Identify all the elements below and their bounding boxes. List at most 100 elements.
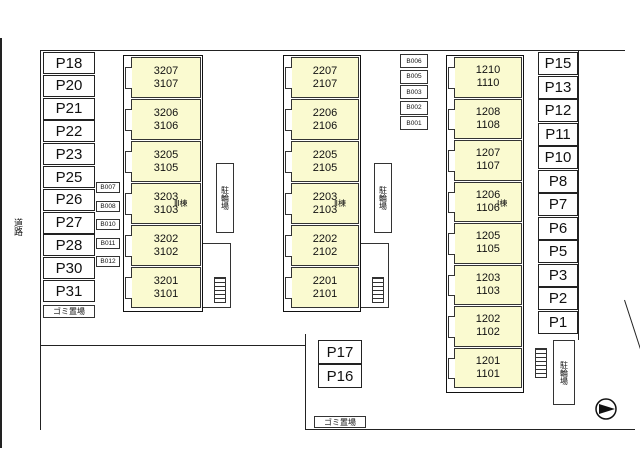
unit-entrance [448,274,455,296]
bike-slot: B008 [96,200,120,212]
unit-entrance [448,108,455,130]
unit-number: 3205 [153,148,179,161]
unit-number: 3101 [153,287,179,300]
unit-number: 3203 [153,190,179,203]
unit-entrance [285,193,292,215]
site-boundary-bottom [305,429,635,430]
bike-slot: B006 [400,54,428,68]
building-2-stairs [372,277,384,303]
parking-space: P5 [538,240,578,263]
parking-space: P10 [538,146,578,169]
parking-space: P2 [538,287,578,310]
unit-entrance [285,277,292,299]
unit-number: 1106 [476,201,500,214]
unit-number: 2106 [312,119,338,132]
garbage-area-bottom: ゴミ置場 [314,416,366,428]
unit-entrance [448,150,455,172]
site-boundary-right [578,50,579,340]
unit-number: 2105 [312,161,338,174]
unit-entrance [448,191,455,213]
bike-slot: B011 [96,237,120,249]
unit-number: 3105 [153,161,179,174]
unit-number: 2102 [312,245,338,258]
parking-space: P16 [318,364,362,388]
unit-entrance [285,109,292,131]
parking-space: P31 [43,280,95,302]
unit-number: 1108 [476,118,500,131]
unit-entrance [125,151,132,173]
parking-space: P20 [43,74,95,97]
unit-entrance [285,67,292,89]
unit-number: 1103 [476,284,500,297]
parking-space: P13 [538,75,578,99]
building-2-label: Ⅱ棟 [334,199,346,208]
parking-space: P1 [538,310,578,334]
unit-number: 1101 [476,367,500,380]
unit-number: 2201 [312,274,338,287]
building-3-stairs [214,277,226,303]
parking-space: P30 [43,257,95,280]
unit-number: 3206 [153,106,179,119]
unit-entrance [448,357,455,379]
parking-space: P15 [538,52,578,75]
unit-number: 1107 [476,160,500,173]
building-3-frame [123,55,203,312]
building-1-label: Ⅰ棟 [497,199,508,208]
bike-slot: B010 [96,219,120,230]
unit-number: 2206 [312,106,338,119]
unit-number: 3201 [153,274,179,287]
building-1-frame [446,55,524,393]
parking-space: P23 [43,143,95,166]
unit-number: 1208 [475,105,501,118]
unit-number: 1201 [475,354,501,367]
unit-number: 3106 [153,119,179,132]
bicycle-parking-1: 駐輪場 [553,340,575,405]
unit-number: 1210 [475,64,501,77]
unit-number: 2207 [312,64,338,77]
unit-number: 1203 [475,271,501,284]
bike-slot: B012 [96,256,120,267]
unit-number: 2107 [312,77,338,90]
north-arrow-icon [595,398,617,420]
parking-space: P21 [43,97,95,120]
parking-space: P12 [538,99,578,122]
unit-entrance [285,235,292,257]
unit-entrance [448,316,455,338]
road-edge-line [0,38,2,448]
unit-number: 3107 [153,77,179,90]
bike-slot: B005 [400,69,428,84]
unit-entrance [125,277,132,299]
unit-entrance [448,233,455,255]
bicycle-parking-2: 駐輪場 [374,163,392,233]
unit-number: 1102 [476,326,500,339]
bike-slot: B003 [400,85,428,99]
site-boundary-top [40,50,625,51]
bike-slot: B001 [400,116,428,130]
site-boundary-left [40,50,41,430]
building-1-stairs [535,348,547,378]
site-boundary-diagonal [624,299,640,429]
unit-entrance [285,151,292,173]
unit-number: 3202 [153,232,179,245]
parking-space: P8 [538,169,578,193]
unit-number: 1110 [476,77,500,90]
road-label: 道路 [13,218,23,236]
building-2-frame [283,55,361,312]
parking-space: P27 [43,211,95,234]
site-boundary-inner [305,334,306,429]
